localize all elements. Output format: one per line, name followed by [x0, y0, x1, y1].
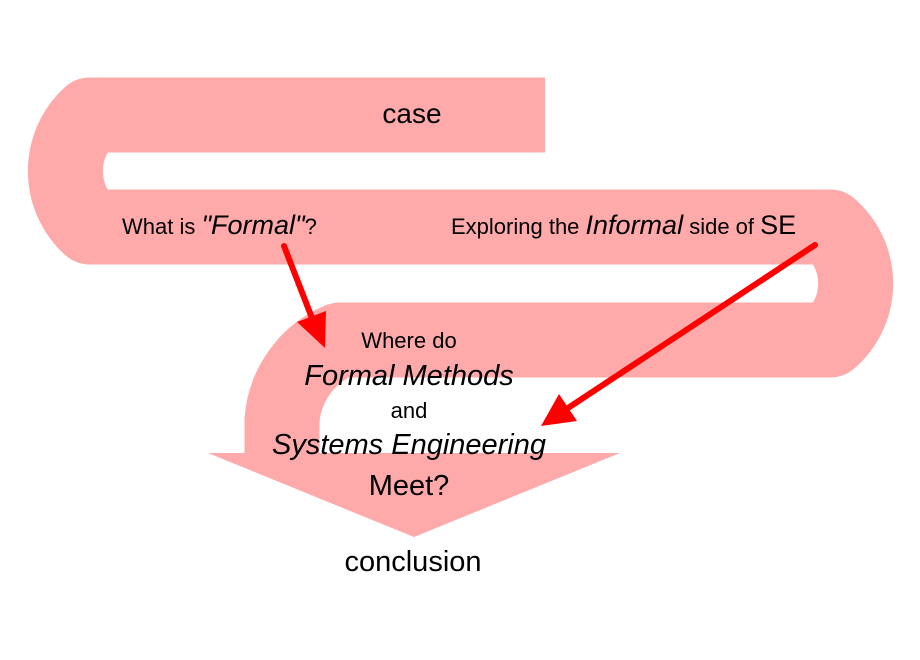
meet-line-4: Systems Engineering — [271, 429, 547, 461]
formal-question-prefix: What is — [122, 214, 202, 239]
arrow-formal-to-meet — [281, 243, 326, 348]
meet-line-5: Meet? — [368, 470, 450, 502]
informal-side-tail: SE — [760, 210, 797, 240]
serpentine-band — [27, 77, 894, 458]
meet-line-1: Where do — [361, 328, 457, 353]
informal-side-prefix: Exploring the — [451, 214, 586, 239]
arrow-informal-to-meet — [541, 242, 818, 426]
informal-side-middle: side of — [683, 214, 761, 239]
informal-side-label: Exploring the Informal side of SE — [451, 212, 796, 239]
meet-line-3: and — [390, 398, 428, 423]
informal-side-emph: Informal — [585, 210, 684, 240]
meet-line-2: Formal Methods — [304, 360, 514, 392]
formal-question-suffix: ? — [304, 214, 317, 239]
case-label: case — [382, 98, 442, 129]
formal-question-emph: "Formal" — [201, 210, 305, 240]
formal-question-label: What is "Formal"? — [122, 212, 317, 239]
band-arrowhead — [208, 453, 620, 537]
conclusion-label: conclusion — [344, 546, 482, 578]
